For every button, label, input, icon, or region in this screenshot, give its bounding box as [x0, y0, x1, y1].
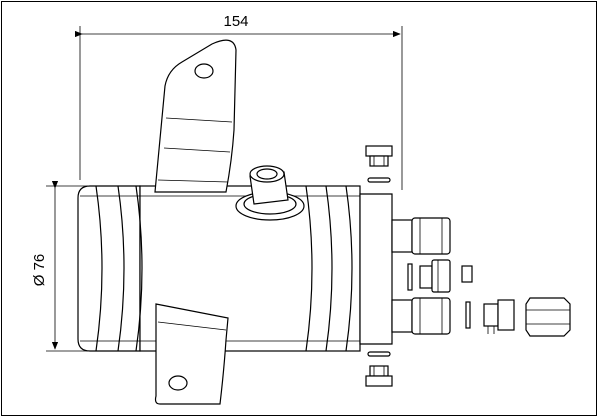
- width-dimension: 154: [74, 13, 403, 190]
- middle-adapter: [407, 259, 473, 293]
- adapter-nut: [419, 265, 433, 289]
- upper-fitting: [391, 217, 451, 255]
- bracket-lower-hole: [168, 375, 188, 391]
- bead-3: [135, 185, 143, 352]
- hex-nut-body: [525, 297, 571, 337]
- mounting-bracket: [154, 39, 237, 405]
- o-ring: [465, 301, 471, 329]
- width-label: 154: [223, 13, 248, 30]
- connector-head: [497, 299, 515, 331]
- seal-ring-2: [461, 265, 473, 283]
- upper-fitting-nut: [391, 219, 413, 253]
- top-plug-body: [369, 155, 389, 167]
- lower-fitting-nut: [391, 299, 413, 333]
- receiver-drier-body: [77, 185, 393, 352]
- bead-5: [325, 185, 333, 352]
- bracket-lower-arm: [154, 303, 229, 405]
- bottom-plug-body: [369, 365, 389, 377]
- diameter-label: Ø 76: [31, 254, 48, 287]
- bracket-upper-hole: [194, 63, 214, 79]
- bead-6: [345, 185, 353, 352]
- lower-fitting-body: [411, 297, 451, 335]
- seal-ring-1: [407, 263, 413, 291]
- bead-1: [95, 185, 103, 352]
- lower-fitting: [391, 297, 451, 335]
- bottom-plug: [365, 351, 393, 387]
- bead-4: [305, 185, 313, 352]
- bead-2: [117, 185, 125, 352]
- left-end-cap: [77, 185, 141, 352]
- loose-connector: [465, 299, 515, 334]
- connector-tail: [483, 303, 499, 327]
- bottom-plug-head: [365, 375, 393, 387]
- diameter-dimension: Ø 76: [31, 180, 88, 352]
- hex-nut: [525, 297, 571, 337]
- adapter-body: [431, 259, 451, 293]
- bottom-plug-washer: [367, 351, 391, 357]
- top-plug: [365, 145, 393, 183]
- top-plug-head: [365, 145, 393, 157]
- right-flange: [359, 193, 393, 345]
- upper-fitting-body: [411, 217, 451, 255]
- top-port: [235, 165, 305, 221]
- top-plug-washer: [367, 177, 391, 183]
- port-top-inner: [256, 168, 278, 180]
- bracket-upper-arm: [154, 39, 237, 193]
